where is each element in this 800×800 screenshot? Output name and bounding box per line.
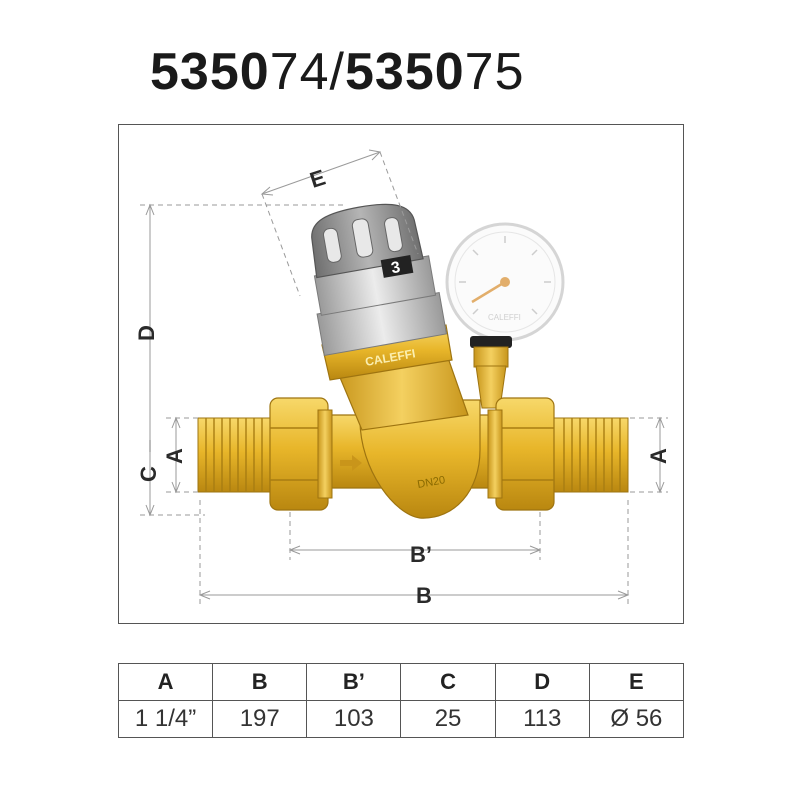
valve-drawing: CALEFFI CALEFFI DN20 xyxy=(134,149,671,608)
table-cell: 103 xyxy=(306,700,402,738)
dimension-label-c: C xyxy=(136,466,161,482)
dimension-label-b: B xyxy=(416,583,432,608)
gauge-needle xyxy=(471,280,506,304)
dimension-label-d: D xyxy=(134,325,159,341)
dimension-label-b-prime: B’ xyxy=(410,542,432,567)
adjustment-knob: 3 xyxy=(311,203,448,356)
pressure-gauge: CALEFFI xyxy=(445,222,565,342)
table-row: 1 1/4” 197 103 25 113 Ø 56 xyxy=(117,700,685,738)
title-separator: / xyxy=(329,43,345,101)
title-code-2-bold: 5350 xyxy=(344,43,465,101)
table-cell: 197 xyxy=(212,700,308,738)
dimensions-table: A B B’ C D E 1 1/4” 197 103 25 113 Ø 56 xyxy=(117,663,685,738)
body-marking: DN20 xyxy=(416,474,446,491)
table-header-cell: B xyxy=(212,663,308,701)
table-header-cell: B’ xyxy=(306,663,402,701)
dimension-label-e: E xyxy=(307,165,329,193)
page-title: 535074/535075 xyxy=(150,42,525,102)
table-cell: 1 1/4” xyxy=(117,700,214,738)
left-union-fitting xyxy=(197,397,333,511)
dimension-label-a-right: A xyxy=(646,448,671,464)
table-header-row: A B B’ C D E xyxy=(117,663,685,701)
table-cell: Ø 56 xyxy=(588,700,685,738)
knob-setting-label: 3 xyxy=(390,259,402,277)
table-cell: 113 xyxy=(494,700,590,738)
valve-body: CALEFFI DN20 xyxy=(319,324,506,519)
right-union-fitting xyxy=(487,397,629,511)
title-code-1-bold: 5350 xyxy=(150,43,270,101)
drawing-frame xyxy=(118,124,684,624)
table-cell: 25 xyxy=(400,700,496,738)
dimension-lines xyxy=(140,149,668,605)
table-header-cell: A xyxy=(117,663,214,701)
dimension-label-a-left: A xyxy=(162,448,187,464)
table-header-cell: C xyxy=(400,663,496,701)
flow-arrow-icon xyxy=(340,455,362,471)
table-header-cell: E xyxy=(588,663,685,701)
title-code-2-light: 75 xyxy=(464,43,525,101)
title-code-1-light: 74 xyxy=(269,43,330,101)
table-header-cell: D xyxy=(494,663,590,701)
gauge-connector xyxy=(470,336,512,409)
gauge-brand-label: CALEFFI xyxy=(488,313,521,322)
